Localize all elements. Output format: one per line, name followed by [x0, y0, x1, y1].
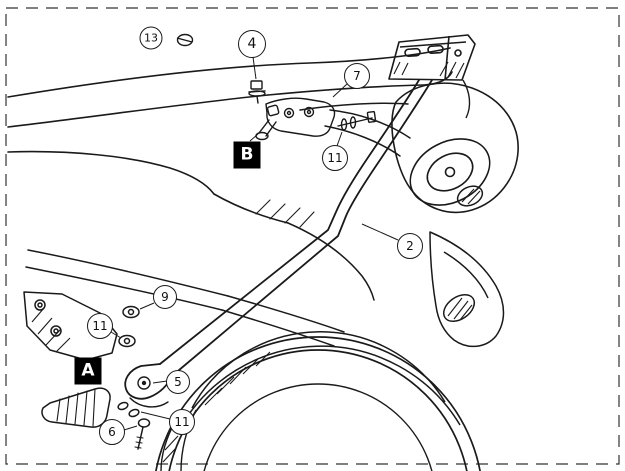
- callout-4: 4: [238, 30, 266, 58]
- screw-13-icon: [176, 33, 194, 47]
- label-A: A: [74, 357, 102, 385]
- callout-7: 7: [344, 63, 370, 89]
- bolt-4: [250, 80, 263, 90]
- callout-6: 6: [99, 419, 125, 445]
- callout-13: 13: [139, 26, 163, 50]
- callout-9: 9: [153, 285, 177, 309]
- upper-bracket-assembly: [248, 80, 377, 141]
- washers-9-11: [118, 305, 140, 348]
- drawing-frame-border: [5, 7, 620, 465]
- callout-11-mid: 11: [87, 313, 113, 339]
- rear-wheel: [155, 331, 481, 471]
- seat-tail-bodywork: [7, 47, 453, 228]
- screw-6: [134, 418, 151, 450]
- callout-11-top: 11: [322, 145, 348, 171]
- carrier-rack-tube: [124, 79, 433, 408]
- frame-swingarm-lines: [25, 109, 411, 347]
- callout-leader-lines: [110, 56, 399, 431]
- callout-11-bottom: 11: [169, 409, 195, 435]
- carrier-top-plate: [388, 34, 476, 81]
- exhaust-muffler: [391, 79, 519, 214]
- callout-5: 5: [166, 370, 190, 394]
- washer-11-bottom: [117, 401, 129, 411]
- label-B: B: [233, 141, 261, 169]
- callout-2: 2: [397, 233, 423, 259]
- fender-hatch: [204, 351, 271, 406]
- rear-fender-signal: [429, 185, 505, 348]
- signal-hatch: [447, 297, 473, 321]
- peg-hanger-bracket: [23, 291, 140, 361]
